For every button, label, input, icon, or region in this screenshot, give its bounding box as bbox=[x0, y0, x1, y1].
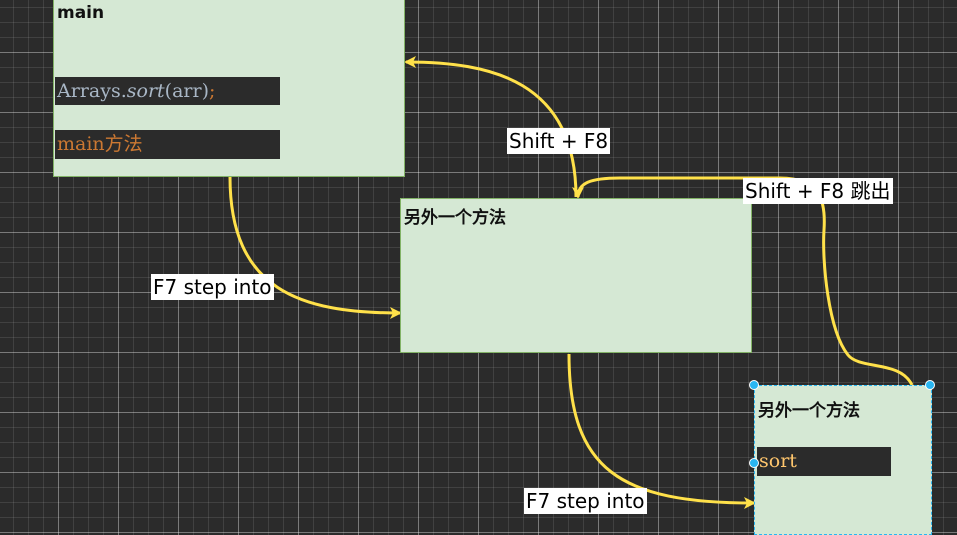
code-token-args: (arr) bbox=[164, 80, 209, 102]
selection-handle-top-left[interactable] bbox=[749, 380, 759, 390]
code-token-arrays: Arrays. bbox=[57, 80, 127, 102]
code-line-main-method: main方法 bbox=[55, 130, 280, 159]
selection-handle-top-right[interactable] bbox=[925, 380, 935, 390]
code-token-sort: sort bbox=[126, 80, 165, 102]
code-line-arrays-sort: Arrays.sort(arr); bbox=[55, 77, 280, 105]
box-other-method-sort[interactable]: 另外一个方法 sort bbox=[754, 385, 932, 535]
arrow-f7-main-to-other[interactable] bbox=[228, 176, 402, 319]
box-main[interactable]: main Arrays.sort(arr); main方法 bbox=[53, 0, 405, 177]
code-line-sort: sort bbox=[757, 447, 891, 476]
selection-handle-left-mid[interactable] bbox=[749, 458, 759, 468]
code-token-main-method: main方法 bbox=[57, 133, 143, 155]
label-shift-f8-out[interactable]: Shift + F8 跳出 bbox=[743, 178, 893, 204]
code-token-sort-call: sort bbox=[759, 450, 797, 472]
label-shift-f8[interactable]: Shift + F8 bbox=[507, 128, 611, 154]
label-f7-step-into-1[interactable]: F7 step into bbox=[151, 274, 274, 300]
code-token-semicolon: ; bbox=[209, 80, 216, 102]
arrow-shift-f8-return-to-main[interactable] bbox=[404, 56, 578, 198]
box-other-method[interactable]: 另外一个方法 bbox=[400, 198, 752, 353]
arrow-f7-other-to-other2[interactable] bbox=[567, 353, 756, 509]
box-main-title: main bbox=[57, 3, 105, 23]
label-f7-step-into-2[interactable]: F7 step into bbox=[524, 488, 647, 514]
box-other-method-title: 另外一个方法 bbox=[404, 208, 506, 228]
box-other-method-sort-title: 另外一个方法 bbox=[758, 401, 860, 421]
connector-layer bbox=[228, 56, 914, 509]
arrow-shift-f8-out-to-other[interactable] bbox=[572, 176, 914, 386]
